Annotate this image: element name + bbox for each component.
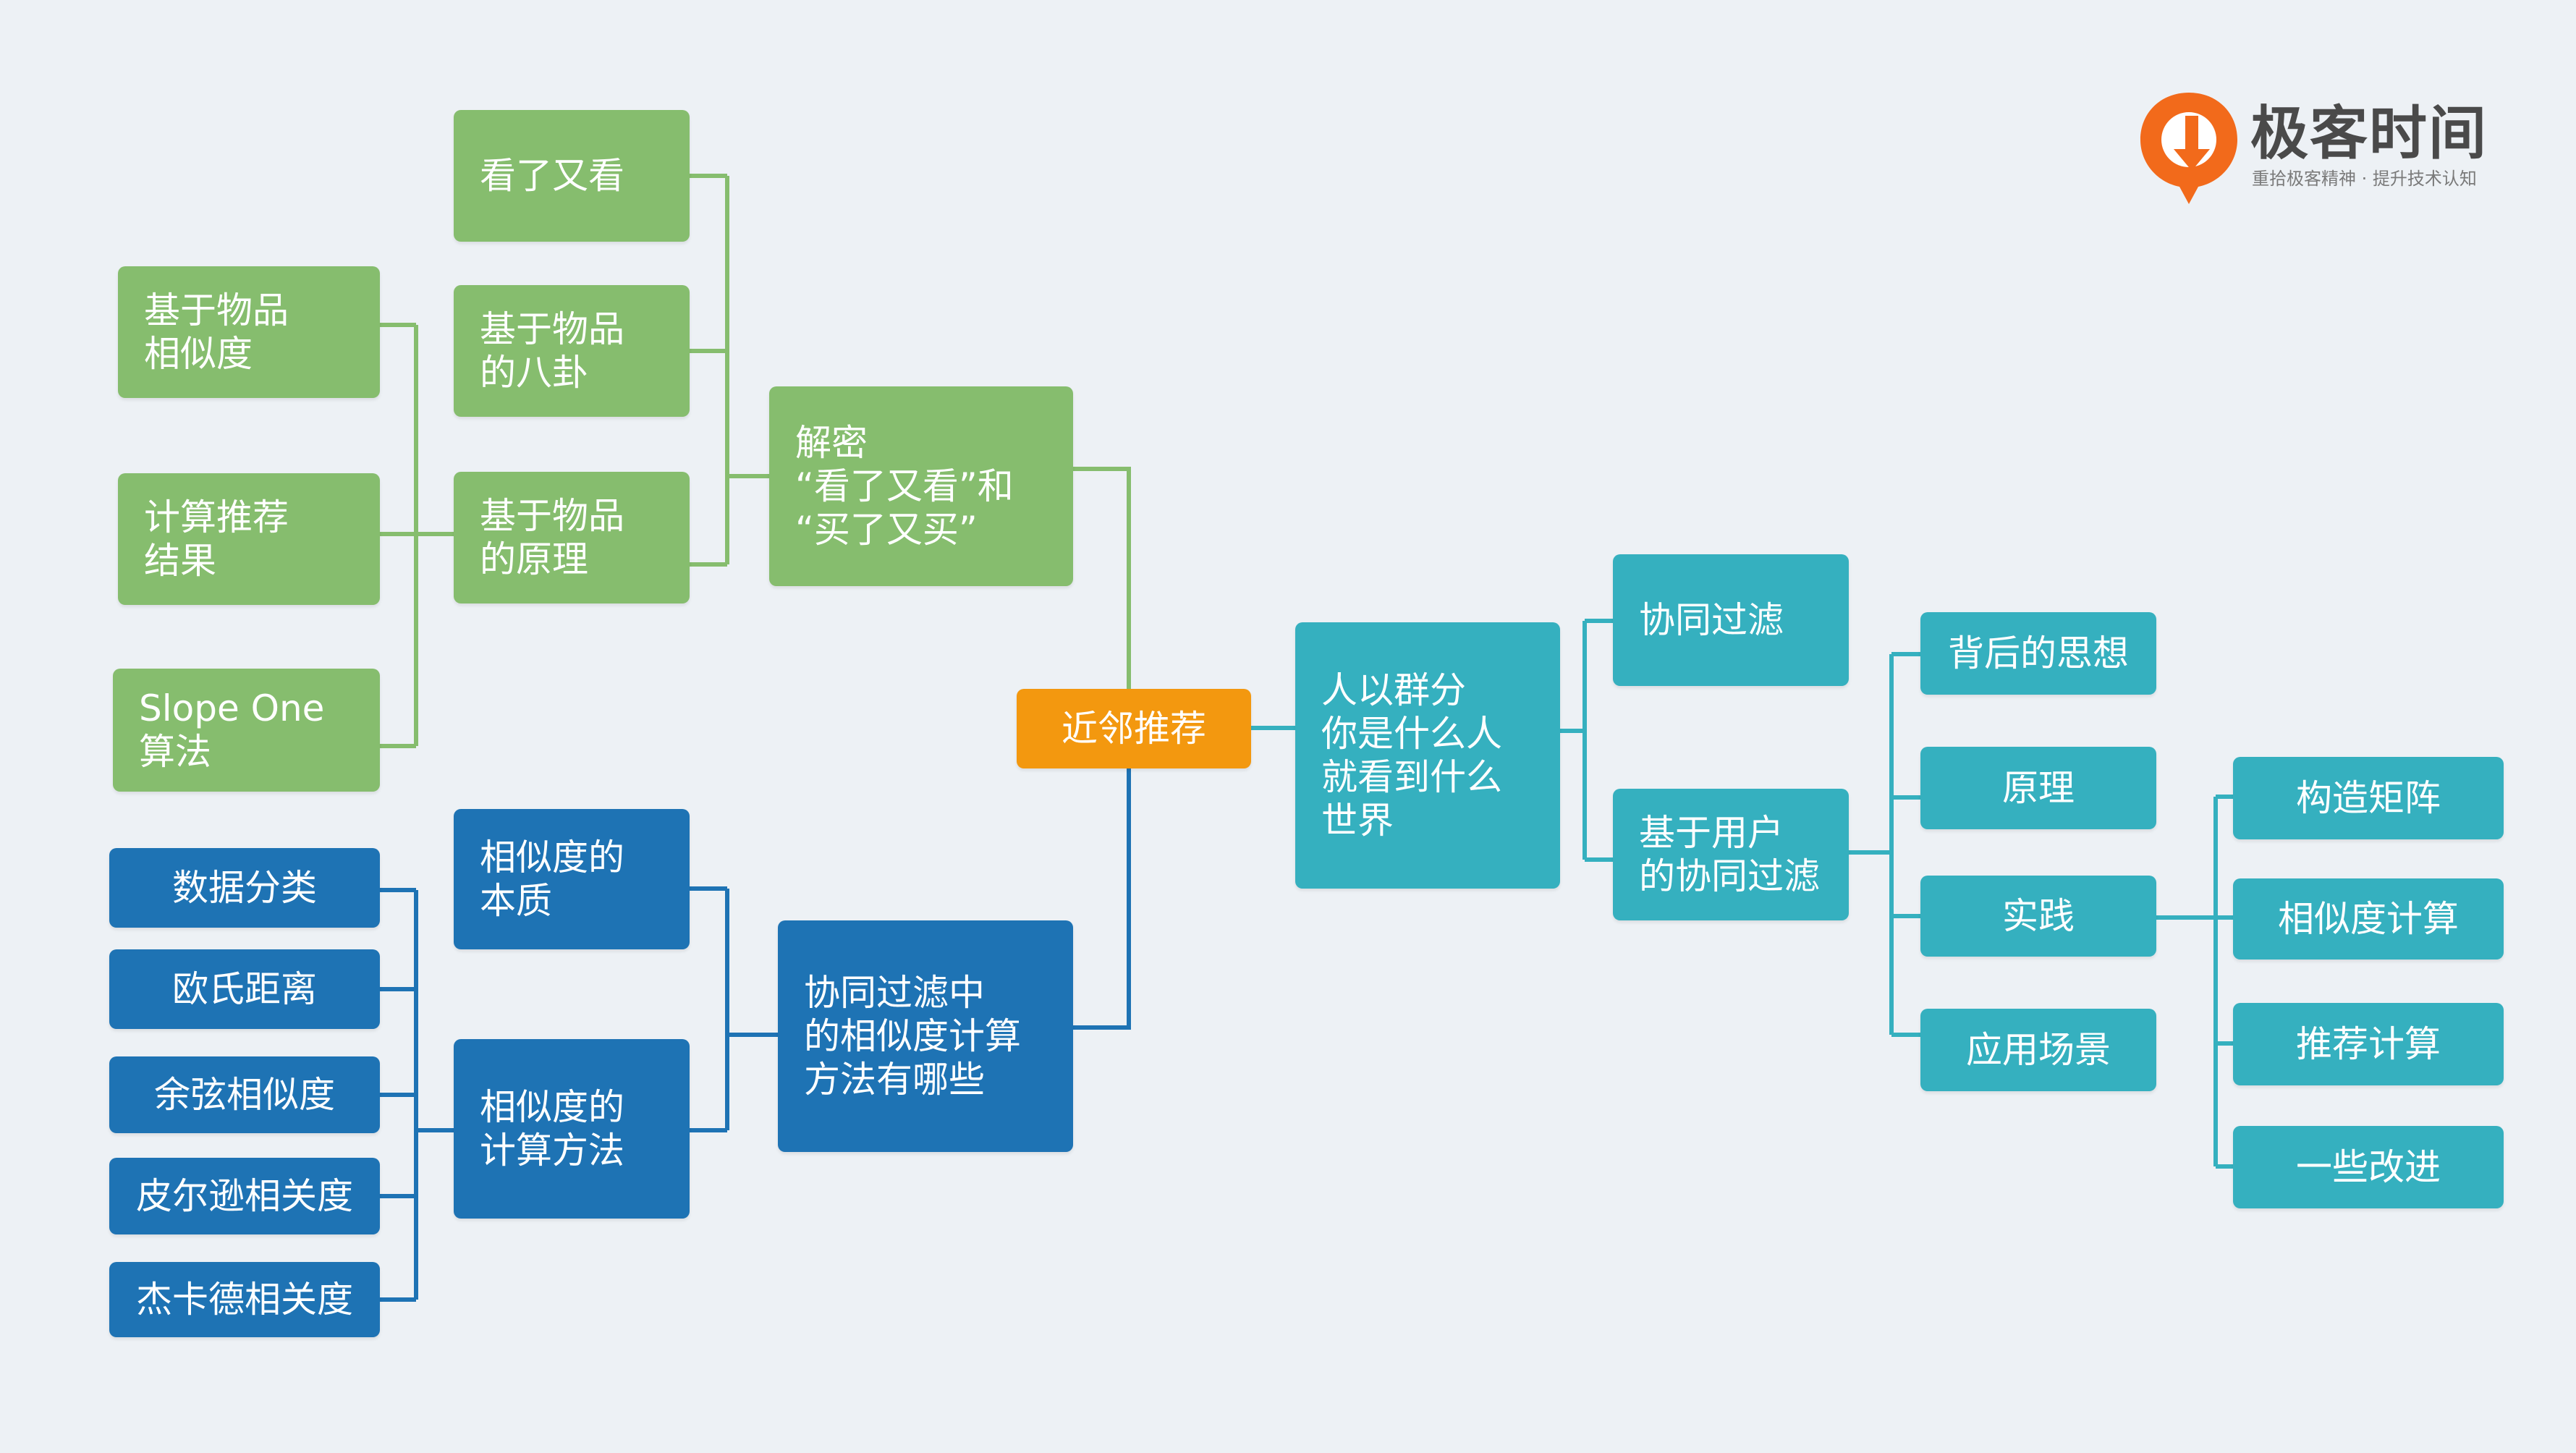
node-slope-one[interactable]: Slope One 算法 <box>113 669 380 792</box>
node-user-cf[interactable]: 基于用户 的协同过滤 <box>1613 789 1849 920</box>
node-thought[interactable]: 背后的思想 <box>1920 612 2156 695</box>
node-birds-of-feather[interactable]: 人以群分 你是什么人 就看到什么 世界 <box>1295 622 1560 889</box>
node-compute-result[interactable]: 计算推荐 结果 <box>118 473 380 605</box>
node-similarity-essence[interactable]: 相似度的 本质 <box>454 809 690 949</box>
node-data-classification[interactable]: 数据分类 <box>109 848 380 928</box>
node-pearson[interactable]: 皮尔逊相关度 <box>109 1158 380 1234</box>
node-collab-filter[interactable]: 协同过滤 <box>1613 554 1849 686</box>
node-item-gossip[interactable]: 基于物品 的八卦 <box>454 285 690 417</box>
root-node[interactable]: 近邻推荐 <box>1017 689 1251 768</box>
brand-logo: 极客时间 重拾极客精神 · 提升技术认知 <box>2135 87 2511 210</box>
node-principle[interactable]: 原理 <box>1920 747 2156 829</box>
node-decrypt[interactable]: 解密 “看了又看”和 “买了又买” <box>769 386 1073 586</box>
node-jaccard[interactable]: 杰卡德相关度 <box>109 1262 380 1337</box>
node-scenario[interactable]: 应用场景 <box>1920 1009 2156 1091</box>
node-similarity-calc[interactable]: 相似度计算 <box>2233 878 2504 960</box>
node-cosine[interactable]: 余弦相似度 <box>109 1056 380 1133</box>
connector-root-cf-similarity <box>1073 728 1131 1030</box>
geektime-logo-icon <box>2140 93 2237 204</box>
node-recommend-calc[interactable]: 推荐计算 <box>2233 1003 2504 1085</box>
brand-slogan: 重拾极客精神 · 提升技术认知 <box>2252 169 2477 189</box>
node-improvements[interactable]: 一些改进 <box>2233 1126 2504 1208</box>
node-item-principle[interactable]: 基于物品 的原理 <box>454 472 690 603</box>
node-euclidean[interactable]: 欧氏距离 <box>109 949 380 1029</box>
brand-name: 极客时间 <box>2250 100 2488 167</box>
node-looked-again[interactable]: 看了又看 <box>454 110 690 242</box>
node-practice[interactable]: 实践 <box>1920 876 2156 957</box>
node-build-matrix[interactable]: 构造矩阵 <box>2233 757 2504 839</box>
node-similarity-methods[interactable]: 相似度的 计算方法 <box>454 1039 690 1219</box>
node-item-similarity[interactable]: 基于物品 相似度 <box>118 266 380 398</box>
node-cf-similarity[interactable]: 协同过滤中 的相似度计算 方法有哪些 <box>778 920 1073 1152</box>
